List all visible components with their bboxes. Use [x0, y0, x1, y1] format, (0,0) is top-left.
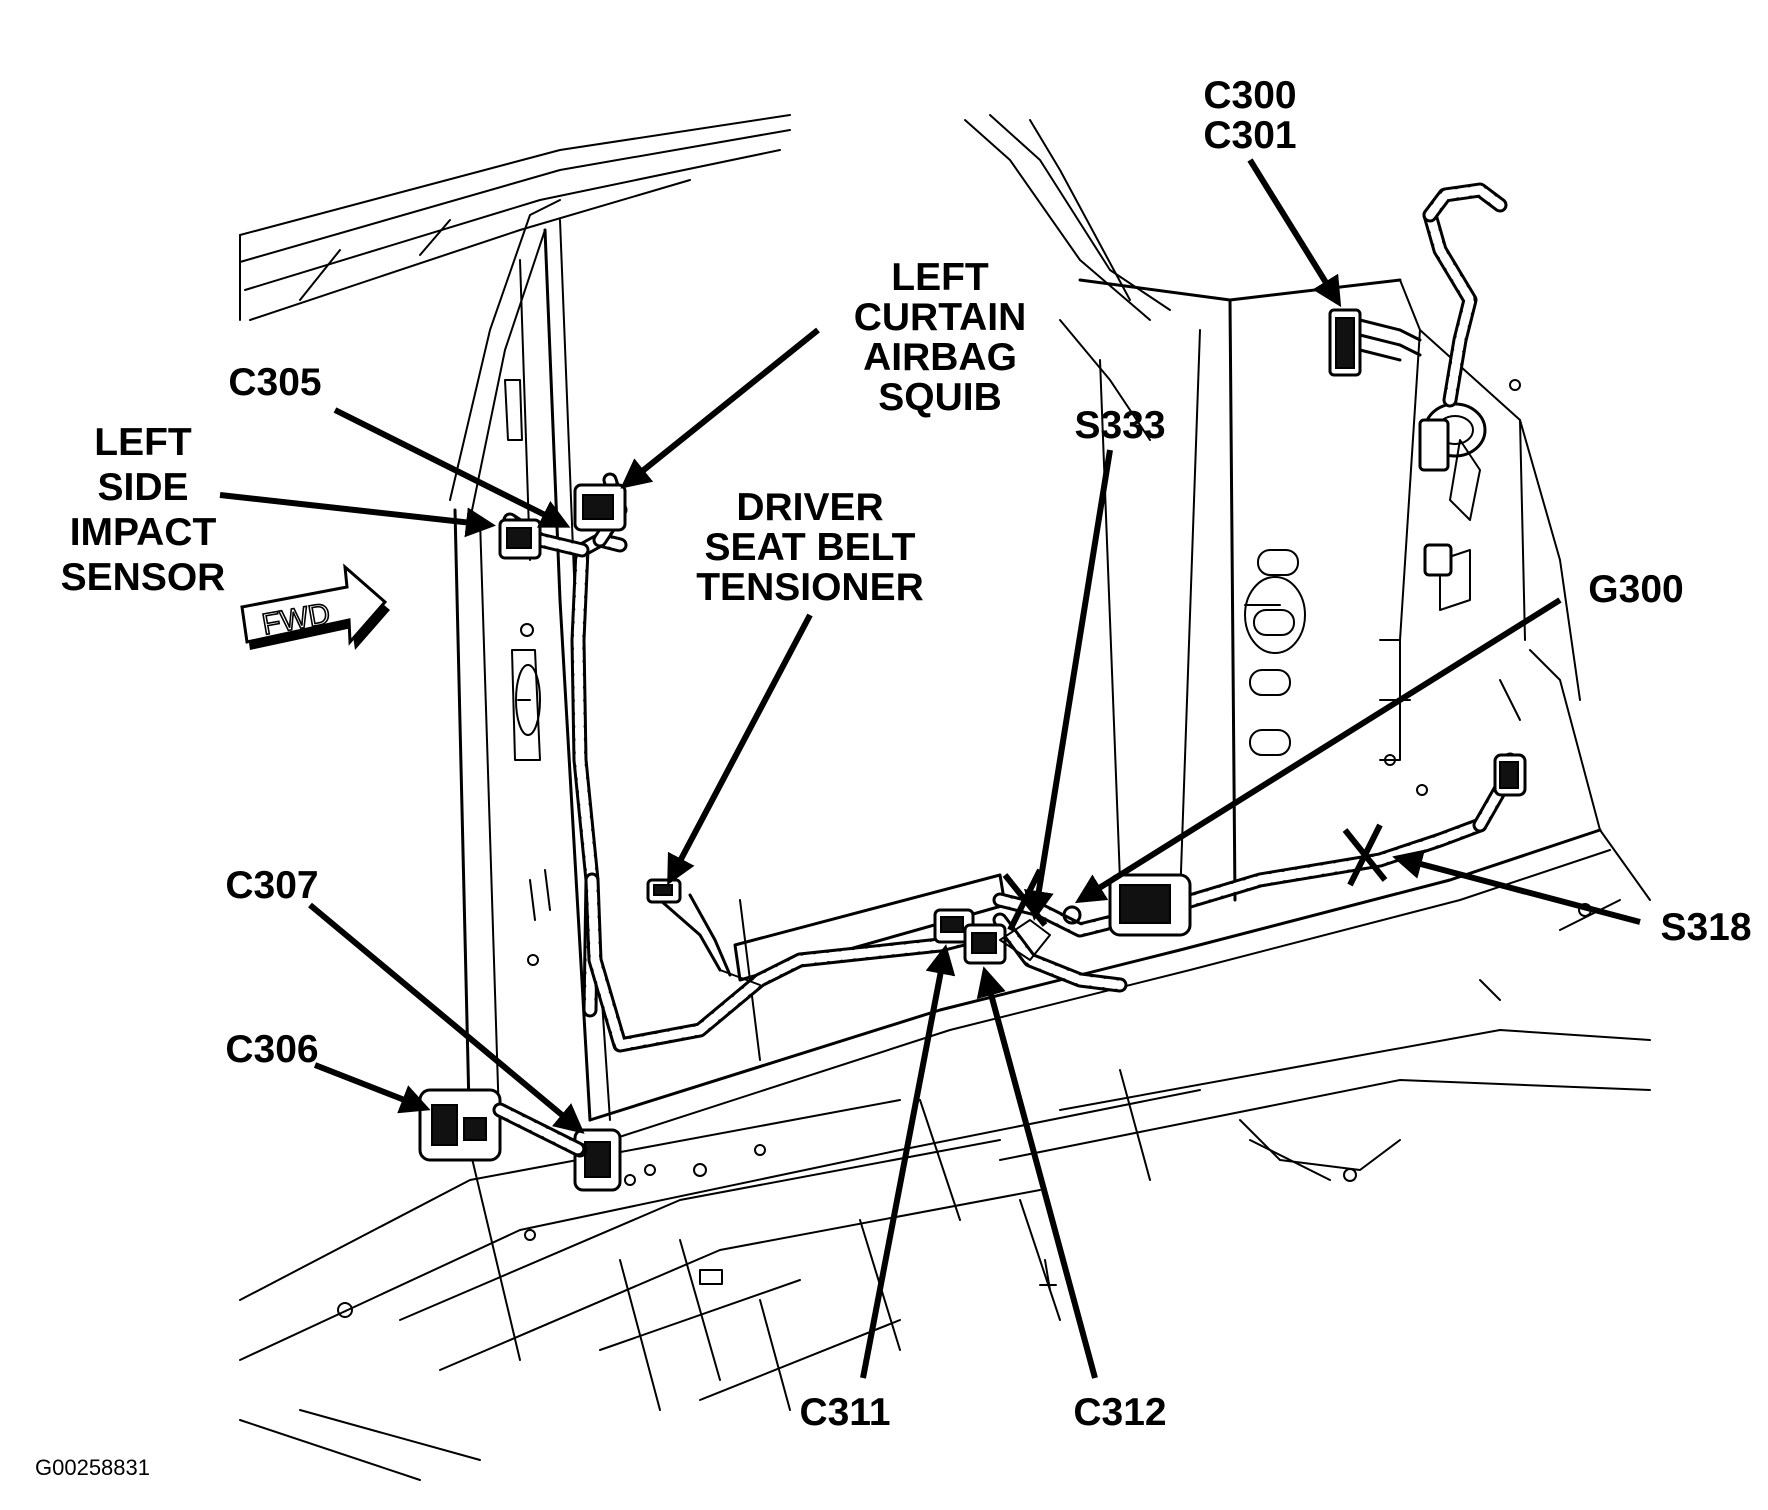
label-left-side-4: SENSOR — [61, 556, 226, 599]
label-left-side-3: IMPACT — [70, 511, 217, 554]
callout-arrows — [219, 158, 1641, 1379]
label-c306: C306 — [225, 1028, 318, 1071]
label-driver-3: TENSIONER — [696, 566, 924, 609]
label-left-curtain-1: LEFT — [891, 256, 989, 299]
arrow-c307 — [308, 902, 585, 1134]
figure-id: G00258831 — [35, 1455, 150, 1480]
label-s333: S333 — [1074, 404, 1165, 447]
label-c312: C312 — [1073, 1391, 1166, 1434]
arrow-c311 — [860, 944, 956, 1379]
arrow-left-side-impact-sensor — [219, 492, 496, 538]
label-c301: C301 — [1203, 114, 1296, 157]
label-left-curtain-2: CURTAIN — [854, 296, 1027, 339]
splice-s333-mark — [1002, 868, 1048, 932]
label-left-curtain-3: AIRBAG — [863, 336, 1017, 379]
labels: C300 C301 LEFT CURTAIN AIRBAG SQUIB C305… — [35, 74, 1752, 1480]
arrow-left-curtain-airbag-squib — [620, 327, 820, 489]
label-left-side-1: LEFT — [94, 421, 192, 464]
fwd-arrow: FWD — [240, 563, 390, 650]
label-c307: C307 — [225, 864, 318, 907]
label-driver-1: DRIVER — [736, 486, 883, 529]
arrow-s333 — [1024, 449, 1113, 921]
arrow-s318 — [1392, 849, 1641, 925]
wiring-harness — [418, 182, 1527, 1192]
label-c305: C305 — [228, 361, 321, 404]
arrow-c305 — [333, 407, 571, 528]
arrow-driver-seat-belt-tensioner — [667, 613, 813, 886]
label-c311: C311 — [799, 1391, 890, 1434]
arrow-c300-c301 — [1247, 158, 1342, 308]
label-c300: C300 — [1203, 74, 1296, 117]
label-left-curtain-4: SQUIB — [878, 376, 1002, 419]
arrow-c312 — [976, 966, 1098, 1379]
splice-marks — [1002, 823, 1388, 932]
label-driver-2: SEAT BELT — [705, 526, 916, 569]
arrow-c306 — [313, 1062, 431, 1114]
arrow-g300 — [1074, 597, 1562, 904]
label-left-side-2: SIDE — [97, 466, 188, 509]
label-s318: S318 — [1660, 906, 1751, 949]
splice-s318-mark — [1342, 823, 1388, 887]
label-g300: G300 — [1588, 568, 1683, 611]
